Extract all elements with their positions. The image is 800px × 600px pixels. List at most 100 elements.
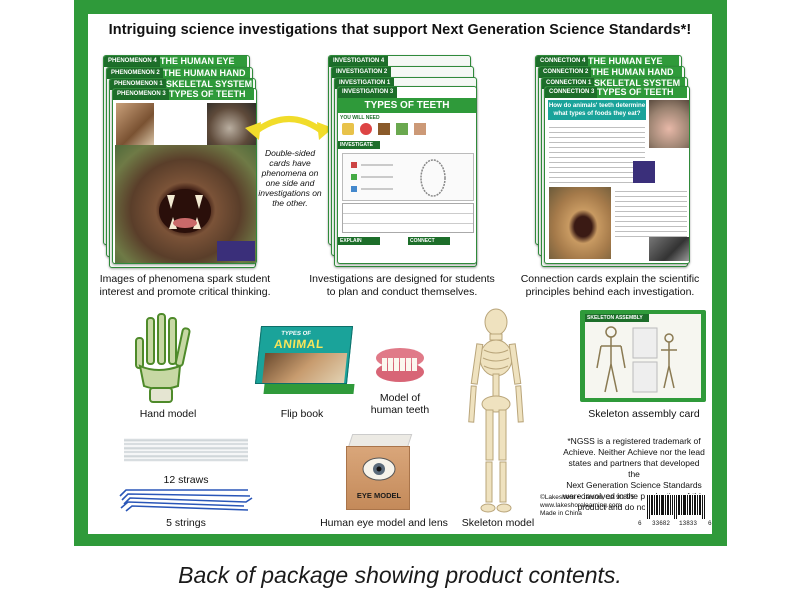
skeleton-model-label: Skeleton model — [461, 517, 535, 529]
connect-label: CONNECT — [408, 237, 450, 245]
eye-box-label: EYE MODEL — [356, 491, 402, 500]
material-icon — [396, 123, 408, 135]
strings-label: 5 strings — [166, 517, 206, 529]
skeleton-assembly-card: SKELETON ASSEMBLY — [580, 310, 706, 402]
explain-label: EXPLAIN — [338, 237, 380, 245]
disclaimer-line: Achieve. Neither Achieve nor the lead — [563, 447, 705, 457]
investigate-label: INVESTIGATE — [338, 141, 380, 149]
connection-title-1: SKELETAL SYSTEM — [594, 78, 685, 89]
eye-box: EYE MODEL — [346, 446, 410, 510]
phenomenon-tab-3: PHENOMENON 3 — [113, 89, 170, 100]
teeth-model-label: Model of human teeth — [362, 392, 438, 416]
barcode-digit-left: 6 — [638, 520, 642, 527]
connection-tab-2: CONNECTION 2 — [539, 67, 593, 78]
phenomenon-tab-2: PHENOMENON 2 — [107, 68, 164, 79]
skeleton-diagram-icon — [596, 326, 677, 393]
animal-nose-photo — [649, 100, 689, 148]
straws-label: 12 straws — [163, 474, 209, 486]
connections-caption: Connection cards explain the scientific … — [512, 273, 708, 299]
double-arrow-icon — [245, 116, 333, 140]
publisher-line: ©Lakeshore • Carson, CA 90895 — [540, 494, 635, 501]
cougar-photo — [549, 187, 611, 259]
disclaimer-line: product and do not endorse it. — [577, 502, 691, 512]
strings-icon — [119, 489, 253, 512]
phenomenon-title-4: THE HUMAN EYE — [160, 56, 247, 67]
investigation-tab-3: INVESTIGATION 3 — [338, 87, 398, 98]
flip-book-cover: TYPES OF ANIMAL TEETH — [254, 326, 354, 384]
connection-card-3: CONNECTION 3 TYPES OF TEETH How do anima… — [544, 86, 690, 264]
connections-caption-line: principles behind each investigation. — [525, 286, 695, 298]
barcode-digit-right: 6 — [708, 520, 712, 527]
phenomenon-title-3: TYPES OF TEETH — [169, 89, 254, 100]
connection-tab-4: CONNECTION 4 — [536, 56, 590, 67]
investigations-caption: Investigations are designed for students… — [304, 273, 500, 299]
connection-text-block — [549, 123, 645, 183]
investigation-card-3: INVESTIGATION 3 TYPES OF TEETH YOU WILL … — [337, 86, 477, 264]
barcode-digits-1: 33682 — [652, 520, 671, 527]
material-icon — [360, 123, 372, 135]
investigation-front-title: TYPES OF TEETH — [338, 98, 476, 113]
flip-book-base — [263, 384, 355, 394]
publisher-line: www.lakeshorelearning.com — [540, 502, 621, 509]
material-icon — [342, 123, 354, 135]
connection-tab-1: CONNECTION 1 — [542, 78, 596, 89]
headline: Intriguing science investigations that s… — [108, 22, 692, 38]
materials-row — [342, 123, 474, 137]
material-icon — [378, 123, 390, 135]
connection-question: How do animals' teeth determine what typ… — [548, 100, 646, 120]
investigation-tab-4: INVESTIGATION 4 — [329, 56, 389, 67]
investigation-table — [342, 203, 474, 233]
flip-book-horse-photo — [262, 353, 348, 383]
connection-tab-3: CONNECTION 3 — [545, 87, 599, 98]
eye-model-label: Human eye model and lens — [320, 517, 448, 529]
skeleton-card-inner: SKELETON ASSEMBLY — [585, 314, 701, 398]
bear-teeth-icon — [159, 189, 211, 233]
connection-title-3: TYPES OF TEETH — [597, 87, 687, 98]
investigation-tab-2: INVESTIGATION 2 — [332, 67, 392, 78]
flip-book: TYPES OF ANIMAL TEETH — [254, 326, 355, 396]
investigation-diagram — [342, 153, 474, 201]
tooth-diagram-icon — [351, 159, 446, 197]
skeleton-card-label: Skeleton assembly card — [588, 408, 700, 420]
ngss-disclaimer: *NGSS is a registered trademark of Achie… — [562, 436, 706, 513]
barcode-digits-2: 13833 — [679, 520, 698, 527]
phenomena-caption: Images of phenomena spark student intere… — [92, 273, 278, 299]
disclaimer-line: states and partners that developed the — [568, 458, 700, 479]
connection-info-box — [633, 161, 655, 183]
material-icon — [414, 123, 426, 135]
you-will-need-label: YOU WILL NEED — [340, 115, 380, 121]
phenomenon-tab-4: PHENOMENON 4 — [104, 56, 161, 67]
connection-title-4: THE HUMAN EYE — [588, 56, 679, 67]
connection-title-2: THE HUMAN HAND — [591, 67, 682, 78]
eye-model: EYE MODEL — [344, 434, 416, 510]
disclaimer-line: Next Generation Science Standards — [566, 480, 702, 490]
investigations-caption-line: Investigations are designed for students — [309, 273, 495, 285]
phenomenon-card-3: PHENOMENON 3 TYPES OF TEETH — [112, 88, 257, 264]
phenomena-caption-line: Images of phenomena spark student — [99, 273, 271, 285]
skeleton-card-header: SKELETON ASSEMBLY — [585, 314, 649, 322]
skeleton-model-icon — [468, 308, 524, 513]
hand-model-icon — [135, 313, 191, 403]
raccoon-photo — [649, 237, 689, 261]
connection-text-block-2 — [615, 187, 687, 239]
eye-icon — [362, 457, 396, 481]
teeth-model-icon — [376, 348, 424, 382]
connections-caption-line: Connection cards explain the scientific — [520, 273, 700, 285]
investigation-tab-1: INVESTIGATION 1 — [335, 78, 395, 89]
disclaimer-line: *NGSS is a registered trademark of — [567, 436, 701, 446]
teeth-model-label-line: human teeth — [370, 404, 430, 416]
investigations-caption-line: to plan and conduct themselves. — [326, 286, 478, 298]
image-caption: Back of package showing product contents… — [178, 562, 622, 588]
horse-photo — [116, 103, 154, 145]
flip-book-label: Flip book — [280, 408, 324, 420]
teeth-model-label-line: Model of — [379, 392, 421, 404]
phenomena-caption-line: interest and promote critical thinking. — [99, 286, 271, 298]
phenomenon-title-1: SKELETAL SYSTEM — [166, 79, 253, 90]
straws-icon — [124, 438, 248, 462]
disclaimer-line: were involved in the production of this — [562, 491, 706, 501]
publisher-line: Made in China — [540, 510, 582, 517]
phenomenon-tab-1: PHENOMENON 1 — [110, 79, 167, 90]
barcode-icon — [645, 494, 707, 520]
wolf-photo — [207, 103, 256, 149]
double-sided-note: Double-sided cards have phenomena on one… — [258, 148, 322, 208]
